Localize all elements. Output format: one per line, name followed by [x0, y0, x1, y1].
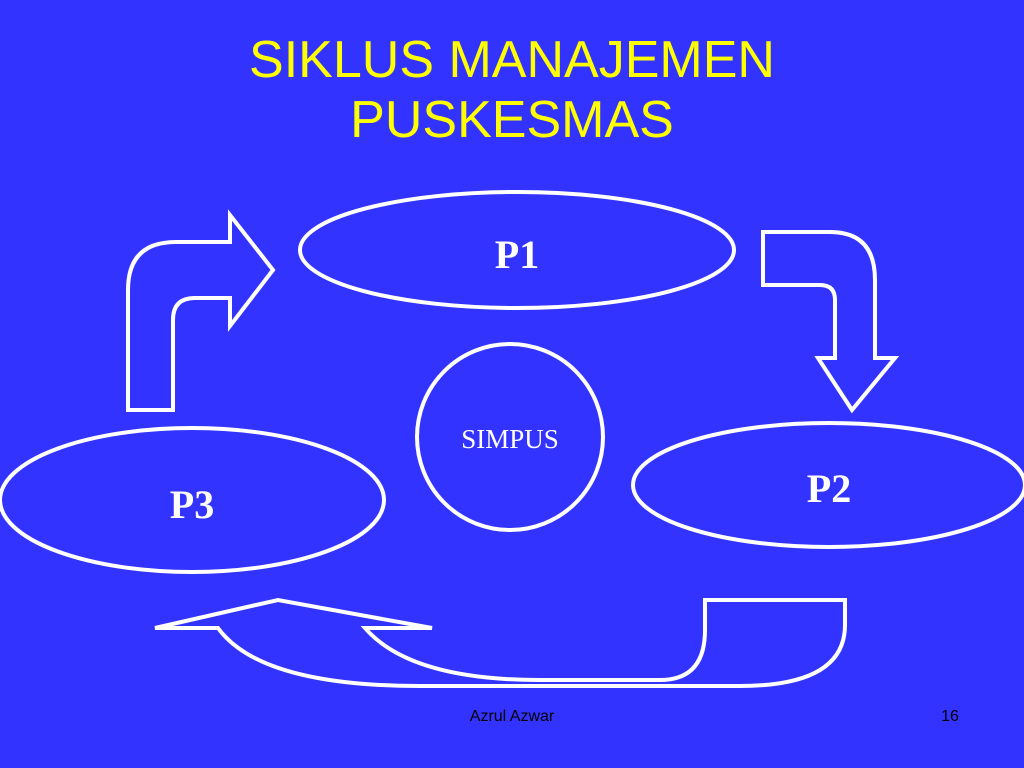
- arrow-p3-to-p1: [126, 209, 276, 412]
- node-p2-label: P2: [807, 466, 851, 511]
- node-simpus: SIMPUS: [415, 342, 605, 532]
- node-simpus-label: SIMPUS: [461, 424, 559, 454]
- node-p2-ellipse: [631, 421, 1024, 549]
- page-number: 16: [941, 708, 959, 725]
- node-p3: P3: [0, 426, 386, 574]
- node-p3-label: P3: [170, 482, 214, 527]
- node-p3-ellipse: [0, 426, 386, 574]
- footer-author: Azrul Azwar: [469, 708, 555, 725]
- node-simpus-circle: [415, 342, 605, 532]
- node-p1-ellipse: [298, 190, 736, 310]
- title-line-1: SIKLUS MANAJEMEN: [249, 31, 775, 89]
- title-line-2: PUSKESMAS: [350, 91, 674, 149]
- node-p2: P2: [631, 421, 1024, 549]
- node-p1: P1: [298, 190, 736, 310]
- arrow-p1-to-p2: [761, 230, 900, 414]
- slide-title: SIKLUS MANAJEMEN PUSKESMAS: [0, 30, 1024, 150]
- node-p1-label: P1: [495, 232, 539, 277]
- arrow-p2-to-p3: [154, 597, 847, 688]
